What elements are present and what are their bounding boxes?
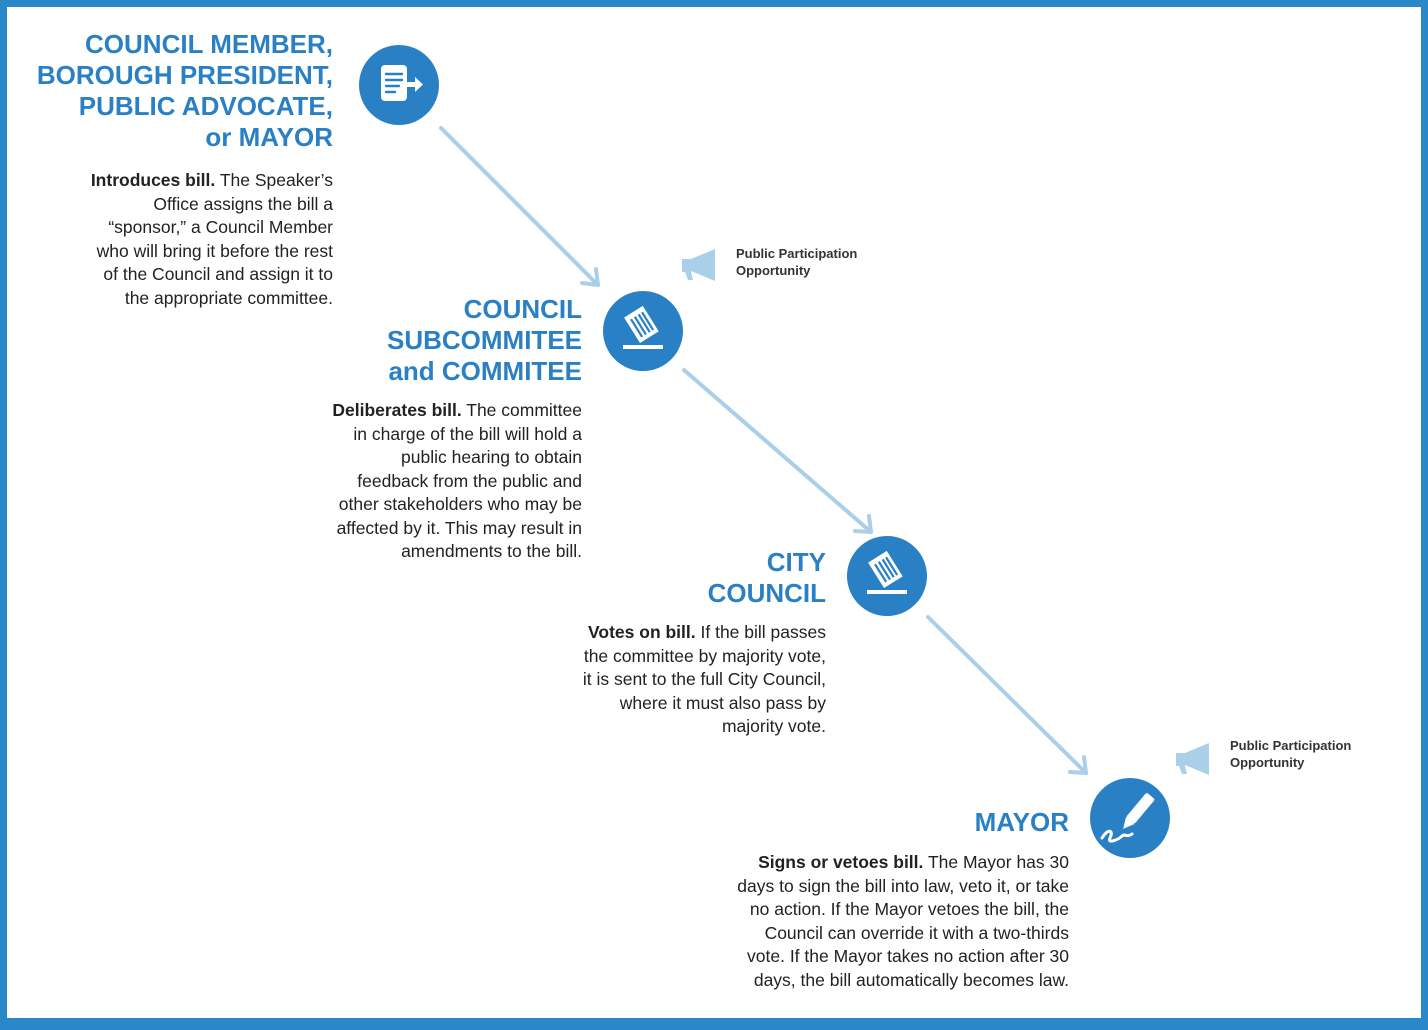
stage-title-city-council: CITY COUNCIL: [707, 547, 826, 608]
arrow-2: [682, 368, 873, 534]
megaphone-icon: [1176, 743, 1209, 775]
document-arrow-icon: [359, 45, 439, 125]
megaphone-icon: [682, 249, 715, 281]
stage-title-mayor: MAYOR: [974, 807, 1069, 837]
ballot-box-icon: [847, 536, 927, 616]
stage-desc-introducer: Introduces bill. The Speaker’s Office as…: [90, 170, 333, 308]
pen-signature-icon: [1090, 778, 1170, 858]
public-participation-label: Public Participation Opportunity: [736, 246, 858, 278]
arrowhead-2: [853, 514, 873, 534]
public-participation-label: Public Participation Opportunity: [1230, 738, 1352, 770]
stage-title-committee: COUNCIL SUBCOMMITEE and COMMITEE: [387, 294, 582, 386]
stage-desc-mayor: Signs or vetoes bill. The Mayor has 30 d…: [737, 852, 1069, 990]
arrowhead-3: [1068, 755, 1088, 775]
diagram-canvas: COUNCIL MEMBER, BOROUGH PRESIDENT, PUBLI…: [7, 7, 1421, 1018]
ballot-box-icon: [603, 291, 683, 371]
arrow-3: [926, 615, 1088, 775]
stage-title-introducer: COUNCIL MEMBER, BOROUGH PRESIDENT, PUBLI…: [36, 29, 333, 152]
stage-desc-city-council: Votes on bill. If the bill passes the co…: [582, 622, 826, 736]
stage-desc-committee: Deliberates bill. The committee in charg…: [332, 400, 582, 561]
flow-arrows: [439, 126, 1088, 775]
arrowhead-1: [580, 267, 600, 287]
arrow-1: [439, 126, 600, 287]
